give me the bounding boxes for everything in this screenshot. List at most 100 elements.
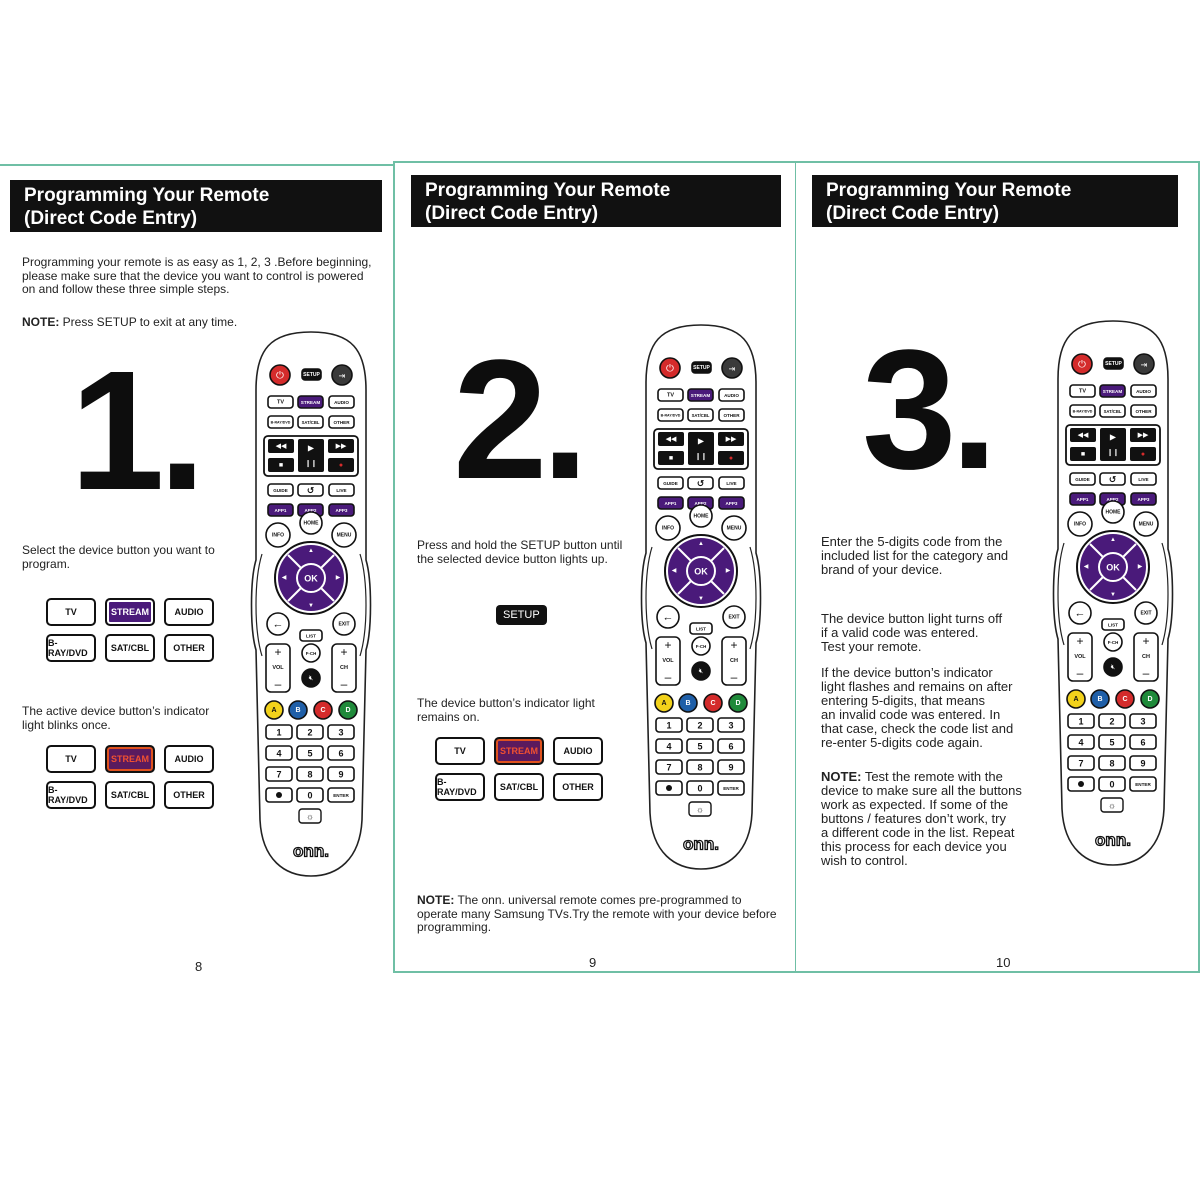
number-9-button[interactable]: 9 xyxy=(327,766,355,782)
remote-other-button[interactable]: OTHER xyxy=(1130,404,1157,418)
audio-button[interactable]: AUDIO xyxy=(553,737,603,765)
play-pause-button[interactable]: ▶❙❙ xyxy=(688,432,714,465)
return-button[interactable]: ← xyxy=(1068,601,1092,625)
app1-button[interactable]: APP1 xyxy=(1069,492,1096,506)
sat-cbl-button[interactable]: SAT/CBL xyxy=(494,773,544,801)
audio-button[interactable]: AUDIO xyxy=(164,745,214,773)
number-2-button[interactable]: 2 xyxy=(686,717,714,733)
record-button[interactable]: ● xyxy=(1130,447,1156,461)
number-1-button[interactable]: 1 xyxy=(265,724,293,740)
bray-dvd-button[interactable]: B-RAY/DVD xyxy=(46,634,96,662)
bray-dvd-button[interactable]: B-RAY/DVD xyxy=(46,781,96,809)
remote-audio-button[interactable]: AUDIO xyxy=(328,395,355,409)
info-button[interactable]: INFO xyxy=(655,515,681,541)
app3-button[interactable]: APP3 xyxy=(1130,492,1157,506)
favorite-channel-button[interactable]: F-CH xyxy=(691,636,711,656)
enter-button[interactable]: ENTER xyxy=(717,780,745,796)
channel-rocker[interactable]: +CH– xyxy=(331,643,357,693)
remote-bray-button[interactable]: B-RAY/DVD xyxy=(657,408,684,422)
mute-button[interactable]: 🔇︎ xyxy=(1103,657,1123,677)
number-7-button[interactable]: 7 xyxy=(265,766,293,782)
exit-button[interactable]: EXIT xyxy=(332,612,356,636)
mute-button[interactable]: 🔇︎ xyxy=(691,661,711,681)
number-4-button[interactable]: 4 xyxy=(265,745,293,761)
number-8-button[interactable]: 8 xyxy=(1098,755,1126,771)
channel-rocker[interactable]: +CH– xyxy=(721,636,747,686)
input-button[interactable]: ⇥ xyxy=(331,364,353,386)
number-3-button[interactable]: 3 xyxy=(1129,713,1157,729)
a-button[interactable]: A xyxy=(654,693,674,713)
return-button[interactable]: ← xyxy=(656,605,680,629)
info-button[interactable]: INFO xyxy=(265,522,291,548)
guide-button[interactable]: GUIDE xyxy=(1069,472,1096,486)
stop-button[interactable]: ■ xyxy=(658,451,684,465)
number-2-button[interactable]: 2 xyxy=(1098,713,1126,729)
power-button[interactable]: ⏻ xyxy=(1071,353,1093,375)
dot-button[interactable] xyxy=(1067,776,1095,792)
number-2-button[interactable]: 2 xyxy=(296,724,324,740)
back-button[interactable]: ↺ xyxy=(687,476,714,490)
volume-rocker[interactable]: +VOL– xyxy=(265,643,291,693)
other-button[interactable]: OTHER xyxy=(164,781,214,809)
favorite-channel-button[interactable]: F-CH xyxy=(301,643,321,663)
volume-rocker[interactable]: +VOL– xyxy=(655,636,681,686)
app1-button[interactable]: APP1 xyxy=(267,503,294,517)
home-button[interactable]: HOME xyxy=(689,504,713,528)
app3-button[interactable]: APP3 xyxy=(718,496,745,510)
tv-button[interactable]: TV xyxy=(435,737,485,765)
b-button[interactable]: B xyxy=(678,693,698,713)
number-5-button[interactable]: 5 xyxy=(296,745,324,761)
remote-audio-button[interactable]: AUDIO xyxy=(718,388,745,402)
dot-button[interactable] xyxy=(655,780,683,796)
number-8-button[interactable]: 8 xyxy=(686,759,714,775)
remote-stream-button[interactable]: STREAM xyxy=(297,395,324,409)
stream-button-lit[interactable]: STREAM xyxy=(105,745,155,773)
power-button[interactable]: ⏻ xyxy=(269,364,291,386)
number-0-button[interactable]: 0 xyxy=(686,780,714,796)
backlight-button[interactable]: ☼ xyxy=(1100,797,1124,813)
remote-stream-button[interactable]: STREAM xyxy=(687,388,714,402)
sat-cbl-button[interactable]: SAT/CBL xyxy=(105,634,155,662)
dot-button[interactable] xyxy=(265,787,293,803)
power-button[interactable]: ⏻ xyxy=(659,357,681,379)
live-button[interactable]: LIVE xyxy=(328,483,355,497)
number-9-button[interactable]: 9 xyxy=(1129,755,1157,771)
mute-button[interactable]: 🔇︎ xyxy=(301,668,321,688)
remote-bray-button[interactable]: B-RAY/DVD xyxy=(1069,404,1096,418)
home-button[interactable]: HOME xyxy=(1101,500,1125,524)
rewind-button[interactable]: ◀◀ xyxy=(268,439,294,453)
remote-audio-button[interactable]: AUDIO xyxy=(1130,384,1157,398)
list-button[interactable]: LIST xyxy=(1101,618,1125,631)
b-button[interactable]: B xyxy=(1090,689,1110,709)
enter-button[interactable]: ENTER xyxy=(327,787,355,803)
number-1-button[interactable]: 1 xyxy=(1067,713,1095,729)
menu-button[interactable]: MENU xyxy=(1133,511,1159,537)
guide-button[interactable]: GUIDE xyxy=(267,483,294,497)
number-4-button[interactable]: 4 xyxy=(1067,734,1095,750)
back-button[interactable]: ↺ xyxy=(1099,472,1126,486)
d-button[interactable]: D xyxy=(338,700,358,720)
enter-button[interactable]: ENTER xyxy=(1129,776,1157,792)
app3-button[interactable]: APP3 xyxy=(328,503,355,517)
remote-satcbl-button[interactable]: SAT/CBL xyxy=(297,415,324,429)
volume-rocker[interactable]: +VOL– xyxy=(1067,632,1093,682)
setup-button[interactable]: SETUP xyxy=(691,361,712,374)
number-4-button[interactable]: 4 xyxy=(655,738,683,754)
number-6-button[interactable]: 6 xyxy=(327,745,355,761)
live-button[interactable]: LIVE xyxy=(718,476,745,490)
rewind-button[interactable]: ◀◀ xyxy=(1070,428,1096,442)
number-3-button[interactable]: 3 xyxy=(717,717,745,733)
number-6-button[interactable]: 6 xyxy=(1129,734,1157,750)
input-button[interactable]: ⇥ xyxy=(721,357,743,379)
channel-rocker[interactable]: +CH– xyxy=(1133,632,1159,682)
number-9-button[interactable]: 9 xyxy=(717,759,745,775)
number-7-button[interactable]: 7 xyxy=(1067,755,1095,771)
other-button[interactable]: OTHER xyxy=(553,773,603,801)
remote-satcbl-button[interactable]: SAT/CBL xyxy=(1099,404,1126,418)
other-button[interactable]: OTHER xyxy=(164,634,214,662)
c-button[interactable]: C xyxy=(313,700,333,720)
fast-forward-button[interactable]: ▶▶ xyxy=(718,432,744,446)
b-button[interactable]: B xyxy=(288,700,308,720)
d-button[interactable]: D xyxy=(1140,689,1160,709)
stop-button[interactable]: ■ xyxy=(268,458,294,472)
